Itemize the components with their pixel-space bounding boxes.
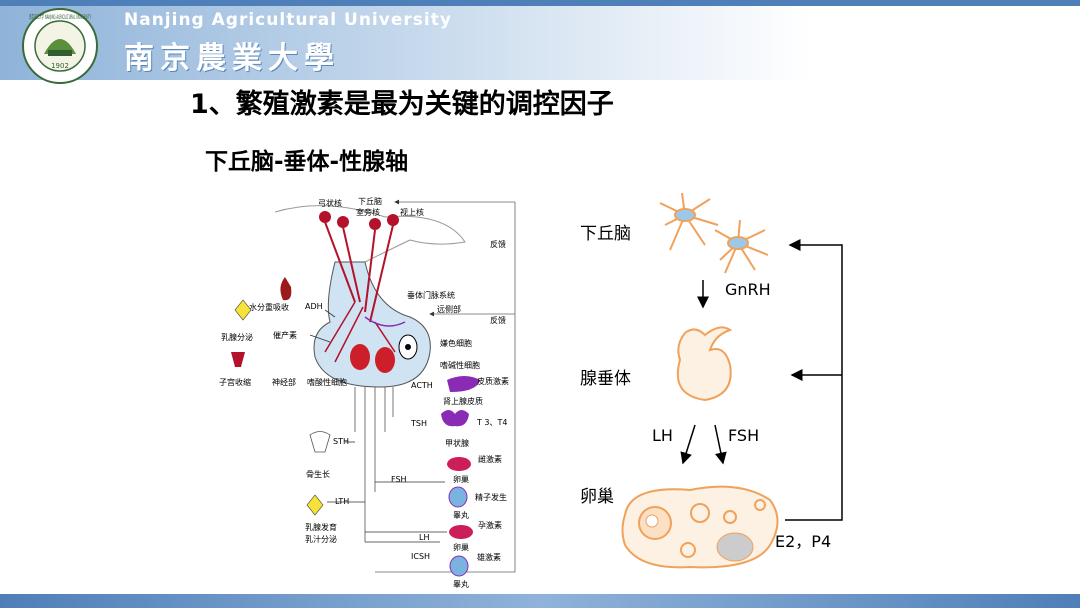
paraventricular-nucleus [337,216,349,228]
label-e2-p4: E2，P4 [775,532,831,551]
acidophil-cell [350,344,370,370]
label-testis-2: 睾丸 [453,579,469,589]
logo-year: 1902 [51,62,69,70]
footer-bar [0,594,1080,608]
label-icsh: ICSH [411,552,430,561]
label-sth: STH [333,437,349,446]
label-neural-lobe: 神经部 [272,377,296,387]
ovary-icon-2 [449,525,473,539]
label-lactation: 乳腺分泌 [221,332,253,342]
brain-outline [274,205,466,263]
label-distal: 远侧部 [437,304,461,314]
logo-ring-text: 南京农业大学 NANJING AGRICULTURAL UNIVERSITY [29,13,91,21]
label-arcuate: 弓状核 [318,198,342,208]
portal-vessels [364,316,406,327]
label-uterus-contraction: 子宫收缩 [219,377,251,387]
header-stripe [0,0,1080,6]
label-gnrh: GnRH [725,280,771,299]
label-portal: 垂体门脉系统 [407,290,455,300]
label-milk-secretion: 乳汁分泌 [305,534,337,544]
label-feedback-2: 反馈 [490,315,506,325]
label-hypothalamus: 下丘脑 [580,224,631,244]
university-logo: 1902 南京农业大学 NANJING AGRICULTURAL UNIVERS… [22,8,98,84]
label-fsh: FSH [391,475,407,484]
label-thyroid: 甲状腺 [445,438,469,448]
university-name-cn: 南京農業大學 [124,41,340,76]
neuron-body-1 [674,208,696,222]
label-hypothalamus: 下丘脑 [358,196,382,206]
label-supraoptic: 视上核 [400,207,424,217]
label-water-reabsorption: 水分重吸收 [249,302,289,312]
university-name-en: Nanjing Agricultural University [124,10,452,30]
label-spermatogenesis: 精子发生 [475,492,507,502]
label-androgen: 雄激素 [477,552,501,562]
label-lh: LH [419,533,429,542]
label-progesterone: 孕激素 [478,520,502,530]
label-lth: LTH [335,497,349,506]
uterus-icon [231,352,245,367]
label-adrenal-cortex: 肾上腺皮质 [443,396,483,406]
testis-icon-2 [449,555,469,577]
label-oxytocin: 催产素 [273,330,297,340]
feedback-arrow [785,239,843,521]
label-mammary-development: 乳腺发育 [305,522,337,532]
mammary-icon-2 [306,494,324,516]
adrenal-icon [447,376,480,392]
neural-tracts [324,221,394,323]
label-chromophobe: 嫌色细胞 [440,338,472,348]
label-acth: ACTH [411,381,433,390]
label-acidophil: 嗜酸性细胞 [307,377,347,387]
label-anterior-pituitary: 腺垂体 [580,369,631,389]
kidney-icon [280,277,292,301]
slide-title: 1、繁殖激素是最为关键的调控因子 [190,89,614,120]
label-lh: LH [652,426,673,445]
label-testis-1: 睾丸 [453,510,469,520]
hpg-axis-diagram: 下丘脑 GnRH 腺垂体 LH FSH 卵巢 E2，P4 [580,192,843,569]
label-t3-t4: T 3、T4 [476,418,508,427]
label-feedback-1: 反馈 [490,239,506,249]
label-bone-growth: 骨生长 [306,469,330,479]
thyroid-icon [441,410,469,427]
arcuate-nucleus [319,211,331,223]
label-paraventricular: 室旁核 [356,207,380,217]
pituitary-icon [676,326,733,402]
label-basophil: 嗜碱性细胞 [440,360,480,370]
supraoptic-nucleus-2 [387,214,399,226]
hypothalamus-pituitary-diagram: 弓状核 下丘脑 室旁核 视上核 反馈 垂体门脉系统 远侧部 反馈 ADH 水分重… [219,196,516,589]
bone-icon [309,431,331,453]
slide-subtitle: 下丘脑-垂体-性腺轴 [205,149,409,175]
neuron-icon [659,192,769,274]
label-corticoid: 皮质激素 [477,376,509,386]
testis-icon-1 [448,486,468,508]
label-estrogen: 雌激素 [478,454,502,464]
neuron-body-2 [727,236,749,250]
label-adh: ADH [305,302,323,311]
pituitary-body [313,261,431,388]
label-fsh: FSH [728,426,759,445]
label-ovary-2: 卵巢 [453,542,469,552]
supraoptic-nucleus [369,218,381,230]
header-banner [0,0,1080,80]
label-ovary-1: 卵巢 [453,474,469,484]
mammary-icon-1 [234,299,252,321]
label-tsh: TSH [410,419,427,428]
ovary-icon-1 [447,457,471,471]
label-ovary: 卵巢 [580,487,614,507]
